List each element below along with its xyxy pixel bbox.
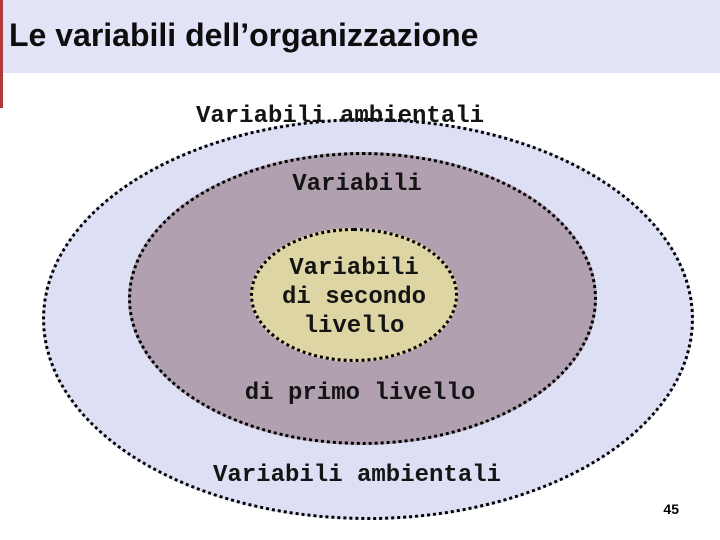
inner-ellipse-label: Variabili di secondo livello [282,254,426,341]
outer-ellipse-bottom-label: Variabili ambientali [212,462,502,489]
slide-title: Le variabili dell’organizzazione [9,17,479,53]
left-edge-accent-bar [0,0,3,108]
outer-ellipse-top-label: Variabili ambientali [195,103,485,130]
inner-ellipse-label-line-1: Variabili [289,255,419,282]
title-bar: Le variabili dell’organizzazione [0,0,720,73]
middle-ellipse-bottom-label: di primo livello [244,380,476,407]
page-number: 45 [663,501,679,517]
inner-ellipse-label-line-3: livello [303,313,405,340]
inner-ellipse-label-line-2: di secondo [281,284,427,311]
inner-ellipse-second-level [250,228,458,362]
middle-ellipse-top-label: Variabili [292,171,422,198]
